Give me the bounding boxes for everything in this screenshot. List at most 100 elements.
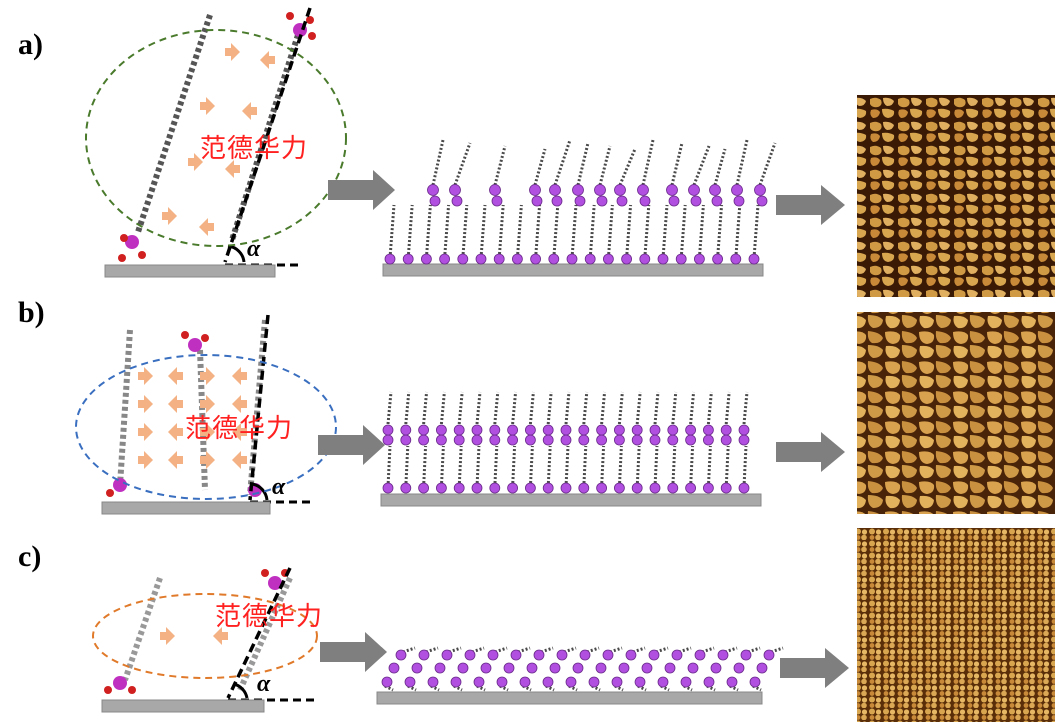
alkyl-chain <box>588 204 596 259</box>
alkyl-chain <box>724 391 731 425</box>
headgroup <box>400 434 412 446</box>
process-arrow <box>776 432 845 472</box>
headgroup <box>639 195 651 207</box>
headgroup <box>667 482 679 494</box>
process-arrow <box>320 632 387 672</box>
alkyl-chain <box>606 204 614 259</box>
panel-a-molecule-right <box>229 12 316 241</box>
force-arrow <box>232 395 247 413</box>
headgroup <box>738 482 750 494</box>
headgroup <box>473 676 485 688</box>
headgroup <box>649 434 661 446</box>
headgroup <box>731 184 743 196</box>
alkyl-chain <box>422 445 428 488</box>
alkyl-chain <box>457 445 463 488</box>
panel-a-label: a) <box>18 28 43 61</box>
alkyl-chain <box>689 445 695 488</box>
headgroup <box>449 184 461 196</box>
headgroup <box>637 184 649 196</box>
alkyl-chain <box>497 204 505 259</box>
panel-c-force-label: 范德华力 <box>215 602 324 632</box>
alkyl-chain <box>386 445 392 488</box>
alkyl-chain <box>528 445 534 488</box>
alkyl-chain <box>706 391 713 425</box>
headgroup <box>726 676 738 688</box>
alkyl-chain <box>716 204 724 259</box>
headgroup <box>574 195 586 207</box>
headgroup <box>631 424 643 436</box>
alkyl-chain <box>653 445 659 488</box>
alkyl-chain <box>493 145 507 186</box>
headgroup <box>621 253 632 265</box>
headgroup <box>548 253 560 265</box>
panel-b-substrate <box>101 501 271 515</box>
alkyl-chain <box>706 445 712 488</box>
headgroup <box>560 482 572 494</box>
headgroup <box>404 676 416 688</box>
force-arrow <box>232 367 247 385</box>
alkyl-chain <box>404 445 410 488</box>
headgroup <box>493 253 505 265</box>
panel-c-label: c) <box>18 540 42 573</box>
panel-c-force-arrows <box>160 627 228 645</box>
alkyl-chain <box>635 445 641 488</box>
headgroup <box>740 649 752 661</box>
headgroup <box>596 482 607 494</box>
alkyl-chain <box>724 445 730 488</box>
panel-a-angle-label: α <box>247 236 261 262</box>
headgroup <box>435 482 447 494</box>
force-arrow <box>162 207 177 225</box>
alkyl-chain <box>457 391 464 425</box>
headgroup <box>427 184 439 196</box>
headgroup <box>685 482 696 494</box>
headgroup <box>596 195 608 207</box>
panel-c-angle-arc <box>233 682 249 699</box>
alkyl-chain <box>582 445 588 488</box>
headgroup <box>639 253 651 265</box>
panel-c-substrate <box>101 699 265 713</box>
headgroup <box>649 482 661 494</box>
headgroup <box>435 434 447 446</box>
headgroup <box>533 649 545 661</box>
headgroup <box>572 662 584 674</box>
headgroup <box>709 184 721 196</box>
force-arrow <box>200 97 215 115</box>
alkyl-chain <box>493 391 500 425</box>
headgroup <box>671 649 683 661</box>
headgroup <box>512 253 523 265</box>
headgroup <box>542 482 554 494</box>
headgroup <box>588 676 600 688</box>
panel-c-afm-image <box>857 528 1055 722</box>
headgroup <box>664 662 676 674</box>
alkyl-chain <box>576 142 590 186</box>
headgroup <box>625 649 637 661</box>
headgroup <box>578 434 590 446</box>
headgroup <box>596 424 607 436</box>
headgroup <box>572 184 584 196</box>
headgroup <box>542 676 554 688</box>
headgroup <box>434 662 446 674</box>
headgroup <box>489 482 501 494</box>
headgroup <box>489 434 501 446</box>
force-arrow <box>160 627 175 645</box>
force-arrow <box>260 51 275 69</box>
process-arrow <box>318 425 385 465</box>
headgroup <box>402 253 414 265</box>
headgroup <box>685 424 696 436</box>
headgroup <box>530 253 541 265</box>
alkyl-chain <box>598 145 612 186</box>
panel-c-interaction-ellipse <box>92 593 318 679</box>
headgroup <box>542 434 554 446</box>
force-arrow <box>138 423 153 441</box>
headgroup <box>400 482 412 494</box>
headgroup <box>457 253 469 265</box>
headgroup <box>754 184 766 196</box>
headgroup <box>453 482 465 494</box>
headgroup <box>471 434 483 446</box>
headgroup <box>382 482 394 494</box>
panel-c <box>92 528 1055 722</box>
alkyl-chain <box>443 204 451 259</box>
alkyl-chain <box>692 145 711 186</box>
headgroup <box>738 424 750 436</box>
